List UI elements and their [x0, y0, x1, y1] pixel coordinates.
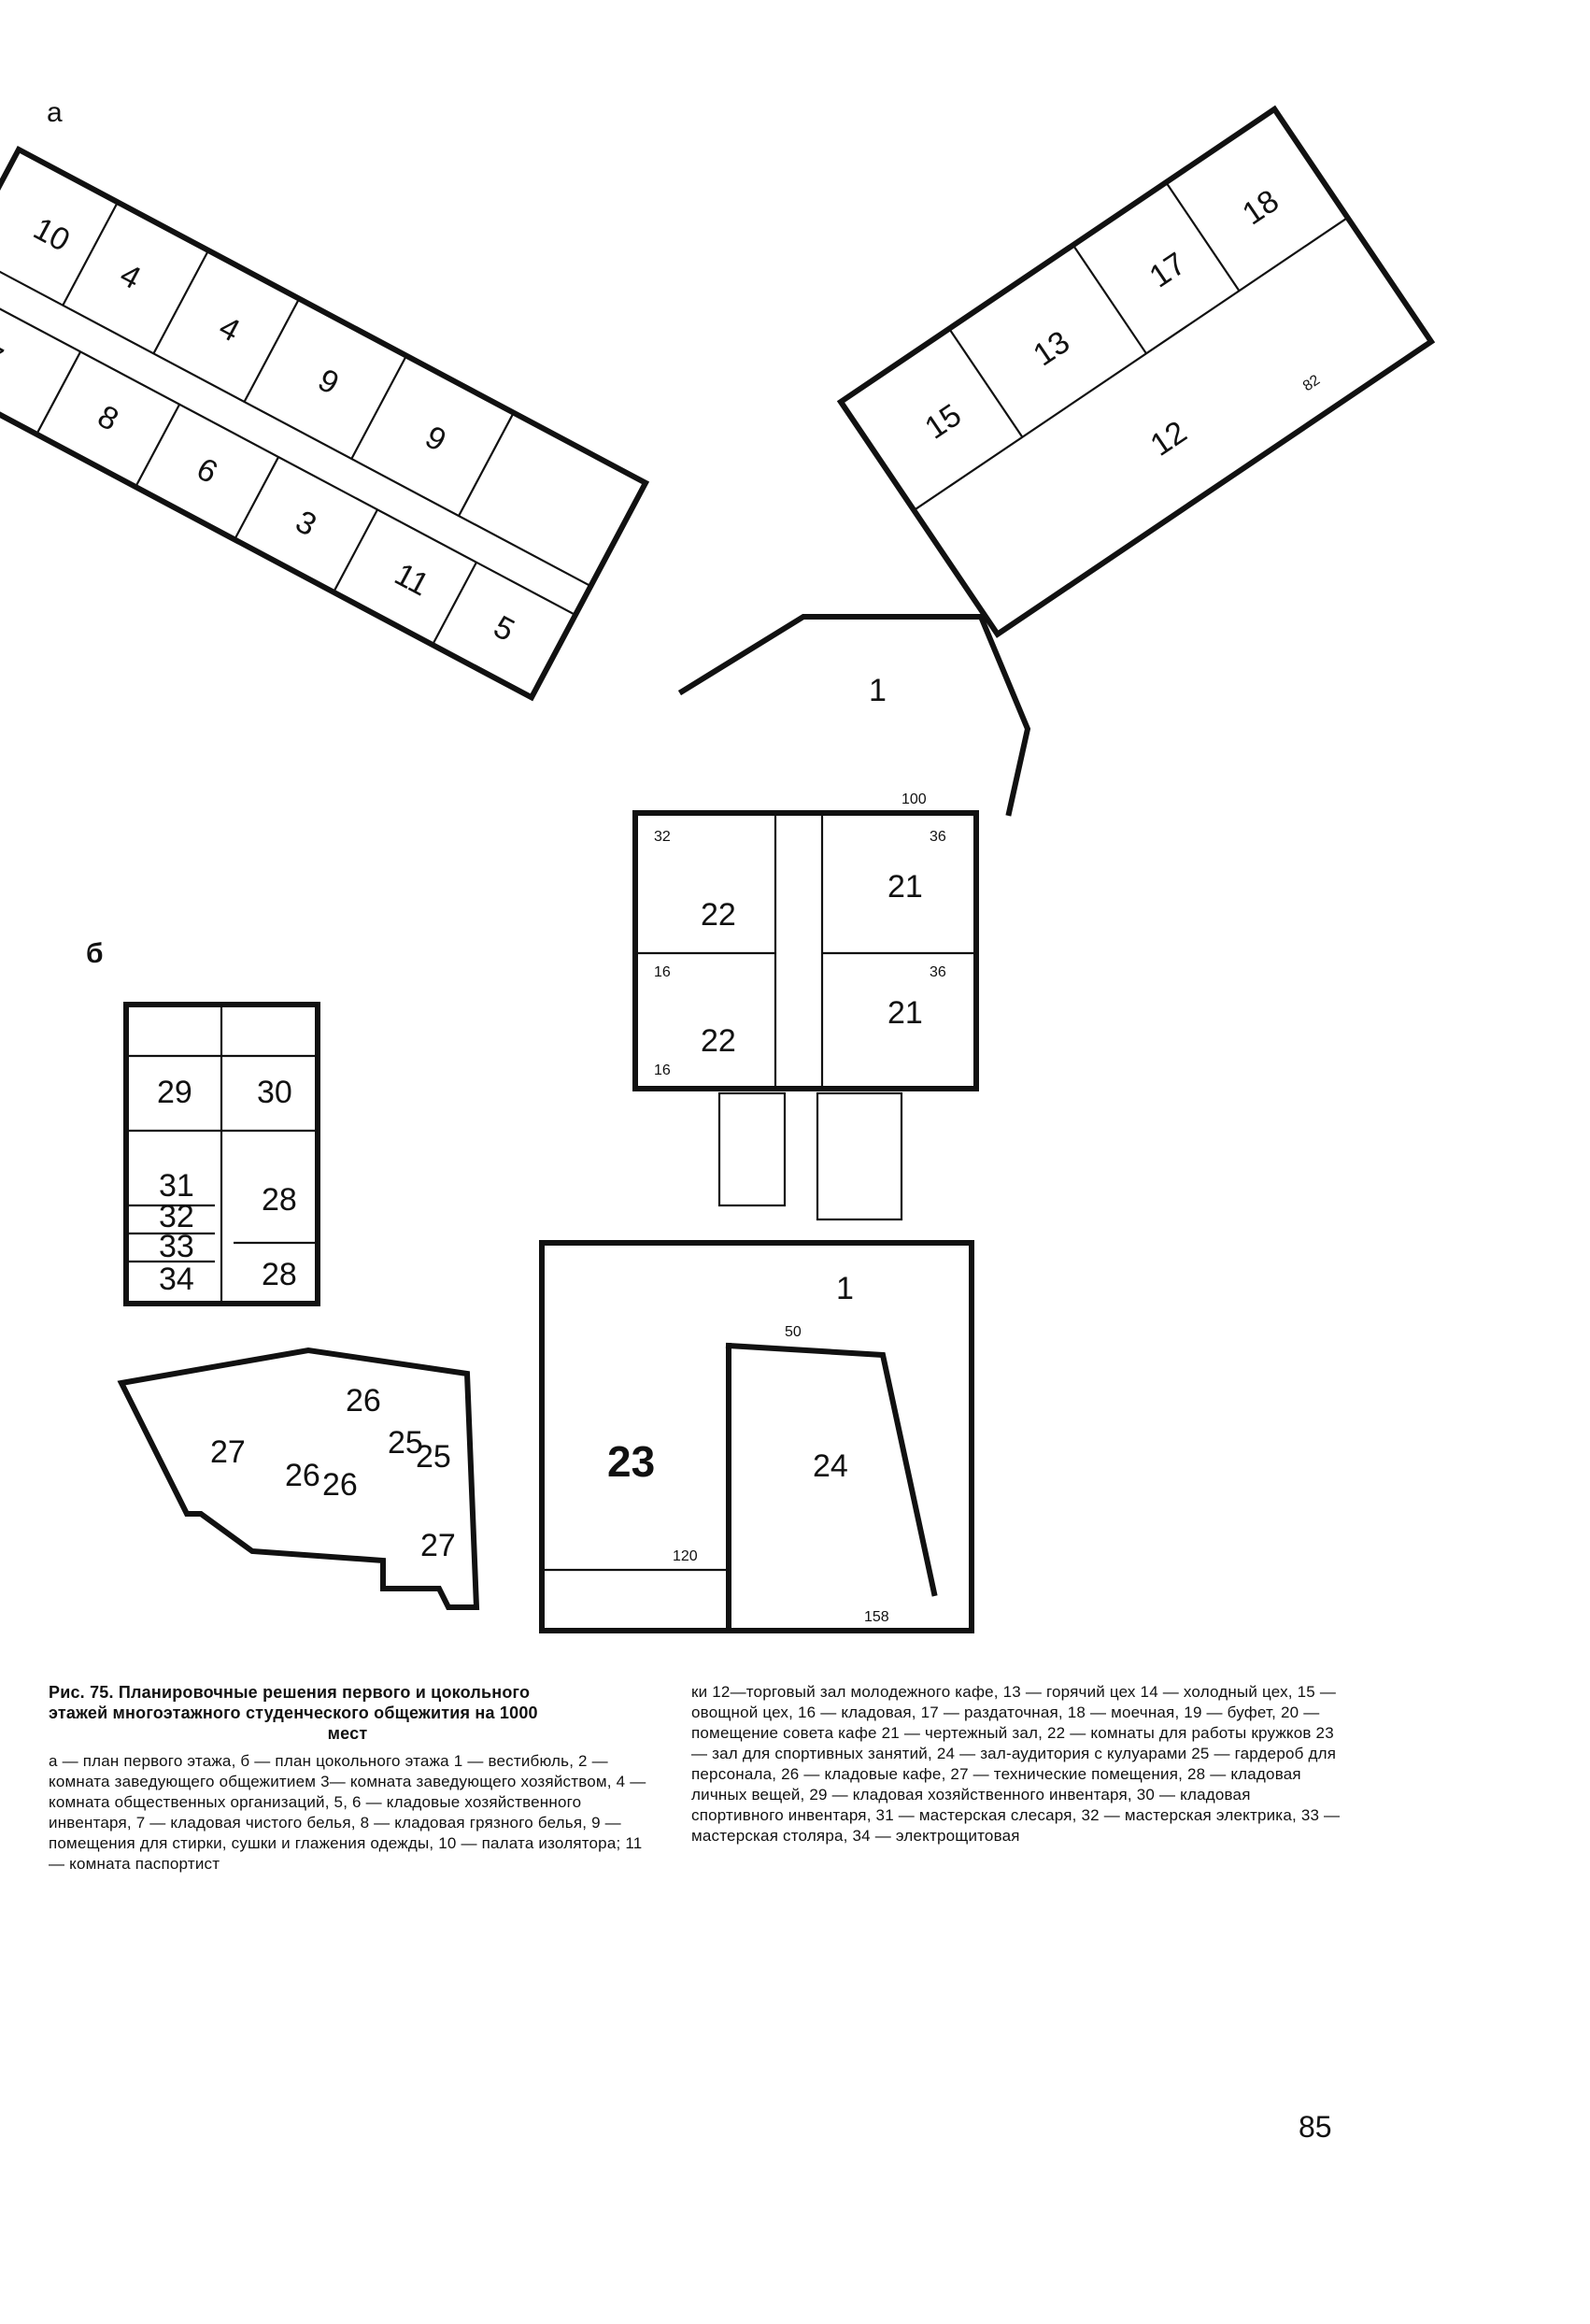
- svg-text:3: 3: [290, 504, 322, 543]
- svg-text:36: 36: [930, 964, 946, 980]
- svg-text:9: 9: [419, 420, 452, 459]
- svg-text:100: 100: [901, 791, 927, 807]
- page-number: 85: [1299, 2110, 1332, 2144]
- svg-text:4: 4: [213, 309, 246, 349]
- svg-text:1: 1: [836, 1271, 854, 1306]
- svg-text:18: 18: [1236, 183, 1285, 233]
- plan-b-label: б: [86, 938, 104, 969]
- svg-text:22: 22: [701, 897, 736, 933]
- svg-text:15: 15: [918, 397, 968, 447]
- svg-text:24: 24: [813, 1448, 848, 1484]
- svg-text:33: 33: [159, 1229, 194, 1264]
- svg-text:27: 27: [210, 1434, 246, 1470]
- caption-title: Рис. 75. Планировочные решения первого и…: [49, 1682, 646, 1744]
- caption-title-line3: мест: [327, 1724, 368, 1743]
- caption-body-left: а — план первого этажа, б — план цокольн…: [49, 1752, 646, 1873]
- svg-text:22: 22: [701, 1023, 736, 1059]
- svg-text:21: 21: [887, 995, 923, 1031]
- svg-text:11: 11: [389, 556, 434, 603]
- plan-a-center: 1 100 22 22 21 21 32 16 16 36 36 1 50 23…: [539, 614, 1031, 1633]
- svg-text:23: 23: [607, 1437, 655, 1486]
- plan-a-left-wing: 10 4 4 9 9 7 8 6 3 11 5: [0, 145, 650, 702]
- svg-text:31: 31: [159, 1168, 194, 1204]
- svg-text:32: 32: [654, 829, 671, 845]
- svg-text:28: 28: [262, 1257, 297, 1292]
- svg-text:21: 21: [887, 869, 923, 905]
- svg-text:34: 34: [159, 1262, 194, 1297]
- svg-text:16: 16: [654, 964, 671, 980]
- svg-text:12: 12: [1144, 414, 1194, 463]
- floor-plan-figure: а б 10 4 4 9 9 7 8 6 3 11 5 15 13 1: [0, 97, 1436, 1633]
- svg-text:6: 6: [191, 451, 223, 491]
- svg-text:158: 158: [864, 1609, 889, 1625]
- svg-text:26: 26: [285, 1458, 320, 1493]
- svg-text:82: 82: [1300, 372, 1323, 394]
- svg-text:32: 32: [159, 1199, 194, 1234]
- svg-text:16: 16: [654, 1062, 671, 1078]
- svg-text:5: 5: [488, 609, 520, 649]
- caption-right: ки 12—торговый зал молодежного кафе, 13 …: [691, 1683, 1341, 1845]
- caption-left: Рис. 75. Планировочные решения первого и…: [49, 1682, 646, 1875]
- svg-text:1: 1: [869, 673, 887, 708]
- svg-text:25: 25: [416, 1439, 451, 1475]
- svg-text:30: 30: [257, 1075, 292, 1110]
- plan-a-label: а: [47, 97, 63, 128]
- svg-text:28: 28: [262, 1182, 297, 1218]
- svg-text:13: 13: [1027, 324, 1076, 374]
- svg-text:25: 25: [388, 1425, 423, 1461]
- svg-text:120: 120: [673, 1548, 698, 1564]
- svg-text:36: 36: [930, 829, 946, 845]
- svg-text:27: 27: [420, 1528, 456, 1563]
- plan-b: 29 30 31 32 33 34 28 28 27 26 26 25 25 2…: [117, 1002, 480, 1610]
- svg-text:4: 4: [114, 257, 147, 296]
- svg-text:8: 8: [92, 398, 124, 437]
- svg-text:26: 26: [322, 1467, 358, 1503]
- caption-title-line2: этажей многоэтажного студенческого общеж…: [49, 1704, 538, 1722]
- svg-text:7: 7: [0, 337, 8, 377]
- svg-text:10: 10: [28, 211, 76, 259]
- caption-title-line1: Рис. 75. Планировочные решения первого и…: [49, 1683, 531, 1702]
- plan-a-right-wing: 15 13 17 18 12 82: [836, 105, 1436, 638]
- svg-text:17: 17: [1143, 246, 1193, 295]
- svg-text:26: 26: [346, 1383, 381, 1419]
- svg-text:9: 9: [312, 363, 345, 402]
- svg-text:29: 29: [157, 1075, 192, 1110]
- svg-text:50: 50: [785, 1324, 802, 1340]
